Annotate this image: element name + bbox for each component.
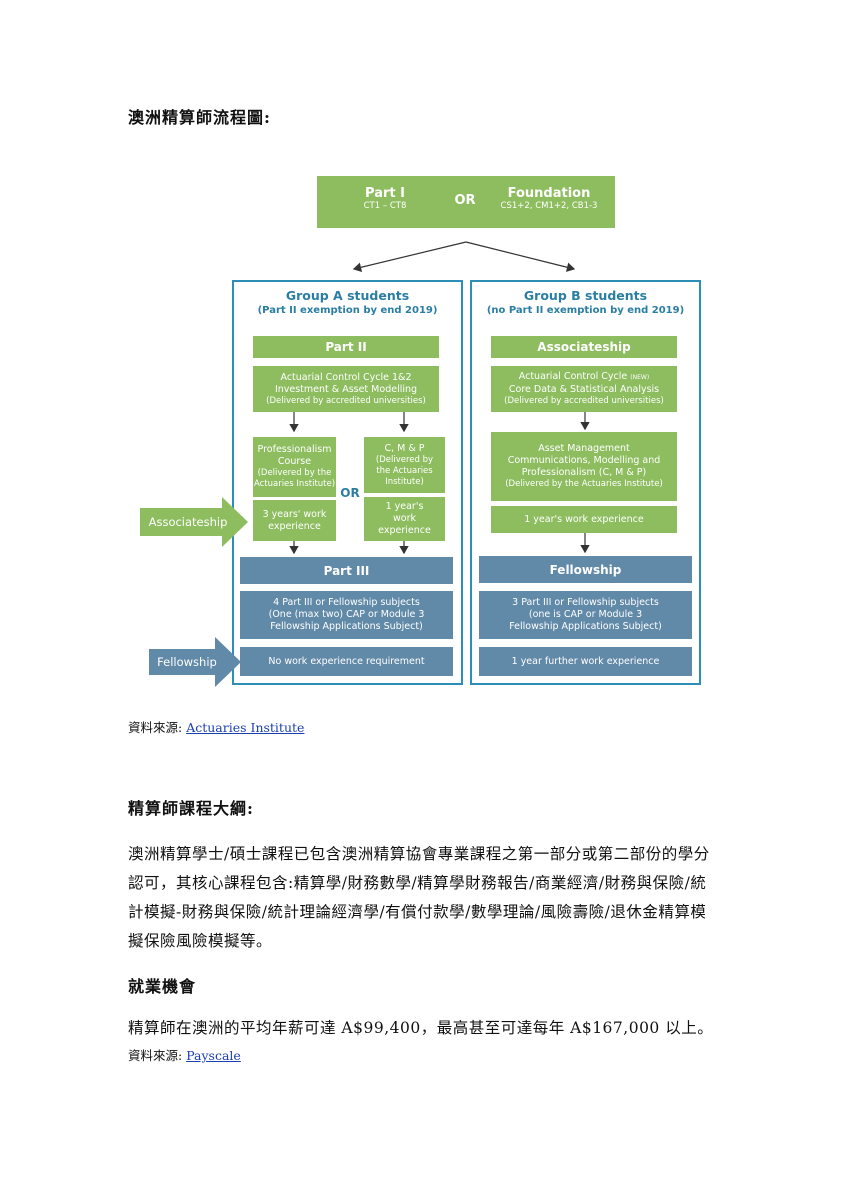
flowchart-heading: 澳洲精算師流程圖: xyxy=(128,108,271,127)
group-b-subtitle: (no Part II exemption by end 2019) xyxy=(486,305,685,316)
further-work-box: 1 year further work experience xyxy=(479,647,692,676)
source-line-1: 資料來源: Actuaries Institute xyxy=(128,717,304,736)
associateship-arrow-label: Associateship xyxy=(148,515,228,529)
text-line: C, M & P xyxy=(384,442,425,454)
career-paragraph: 精算師在澳洲的平均年薪可達 A$99,400，最高甚至可達每年 A$167,00… xyxy=(128,1019,714,1037)
text-line: Actuaries Institute) xyxy=(253,479,336,489)
foundation-title: Foundation xyxy=(507,186,591,201)
text-line: 1 year's xyxy=(385,501,424,512)
no-work-box: No work experience requirement xyxy=(240,647,453,676)
source-prefix: 資料來源: xyxy=(128,720,187,735)
source-prefix: 資料來源: xyxy=(128,1048,187,1063)
text-line: Communications, Modelling and xyxy=(507,455,661,466)
actuaries-institute-link[interactable]: Actuaries Institute xyxy=(186,720,305,735)
text-line: (Delivered by xyxy=(375,454,434,465)
payscale-link[interactable]: Payscale xyxy=(186,1048,241,1063)
work3-box: 3 years' work experience xyxy=(253,500,336,541)
text-line: experience xyxy=(378,525,431,536)
group-b-title: Group B students xyxy=(523,288,648,303)
text-line: experience xyxy=(268,520,321,532)
group-b-subjects-box: 3 Part III or Fellowship subjects (one i… xyxy=(479,591,692,639)
fellowship-box: Fellowship xyxy=(479,556,692,583)
top-box: Part I CT1 – CT8 OR Foundation CS1+2, CM… xyxy=(317,176,615,228)
fellowship-arrow-label: Fellowship xyxy=(157,655,217,669)
text-line: Institute) xyxy=(385,476,424,487)
group-b-frame xyxy=(470,280,701,685)
fellowship-arrow xyxy=(149,637,241,687)
text-line: the Actuaries xyxy=(376,465,433,476)
group-a-frame xyxy=(232,280,463,685)
actuarial-flowchart: Part I CT1 – CT8 OR Foundation CS1+2, CM… xyxy=(140,176,701,687)
text-line: Fellowship Applications Subject) xyxy=(270,621,423,632)
group-a-acc-box: Actuarial Control Cycle 1&2 Investment &… xyxy=(253,366,439,412)
asset-management-box: Asset Management Communications, Modelli… xyxy=(491,432,677,501)
work1-box: 1 year's work experience xyxy=(364,497,445,541)
text-line: (one is CAP or Module 3 xyxy=(528,609,643,620)
professionalism-box: Professionalism Course (Delivered by the… xyxy=(253,437,336,497)
curriculum-heading: 精算師課程大綱: xyxy=(128,799,254,818)
foundation-sub: CS1+2, CM1+2, CB1-3 xyxy=(500,201,598,211)
text-line: (Delivered by accredited universities) xyxy=(266,395,426,406)
text-line: (Delivered by the xyxy=(257,468,332,478)
associateship-arrow xyxy=(140,497,248,547)
text-line: 4 Part III or Fellowship subjects xyxy=(273,597,420,608)
text-line: (Delivered by the Actuaries Institute) xyxy=(505,479,663,489)
part2-box: Part II xyxy=(253,336,439,358)
flow-arrows xyxy=(289,241,590,555)
text-line: 3 Part III or Fellowship subjects xyxy=(512,597,659,608)
career-heading: 就業機會 xyxy=(128,977,197,996)
text-line: (One (max two) CAP or Module 3 xyxy=(268,609,425,620)
top-or: OR xyxy=(454,193,476,208)
text-line: Fellowship Applications Subject) xyxy=(509,621,662,632)
text-line: Investment & Asset Modelling xyxy=(274,383,418,395)
text-line: Actuarial Control Cycle 1&2 xyxy=(280,371,412,383)
part1-title: Part I xyxy=(365,186,405,201)
text-line: Professionalism (C, M & P) xyxy=(521,467,647,478)
text-line: Professionalism xyxy=(257,444,332,455)
part3-box: Part III xyxy=(240,557,453,584)
text-line: Core Data & Statistical Analysis xyxy=(508,384,660,395)
group-b-work-box: 1 year's work experience xyxy=(491,506,677,533)
text-line: Asset Management xyxy=(538,443,630,454)
group-b-acc-box: Actuarial Control Cycle (NEW) Core Data … xyxy=(491,366,677,412)
curriculum-paragraph: 澳洲精算學士/碩士課程已包含澳洲精算協會專業課程之第一部分或第二部份的學分認可，… xyxy=(128,845,710,950)
source-line-2: 資料來源: Payscale xyxy=(128,1045,241,1064)
cmp-box: C, M & P (Delivered by the Actuaries Ins… xyxy=(364,437,445,493)
text-line: Course xyxy=(277,456,312,467)
text-line: (Delivered by accredited universities) xyxy=(504,396,664,406)
group-a-subjects-box: 4 Part III or Fellowship subjects (One (… xyxy=(240,591,453,639)
associateship-box: Associateship xyxy=(491,336,677,358)
text-line: work xyxy=(393,513,416,524)
part1-sub: CT1 – CT8 xyxy=(363,201,407,211)
group-a-or: OR xyxy=(340,486,360,500)
group-a-subtitle: (Part II exemption by end 2019) xyxy=(257,305,438,316)
text-line: 3 years' work xyxy=(262,508,327,520)
new-tag: (NEW) xyxy=(630,374,650,381)
text-line: Actuarial Control Cycle xyxy=(518,371,628,382)
group-a-title: Group A students xyxy=(285,288,410,303)
